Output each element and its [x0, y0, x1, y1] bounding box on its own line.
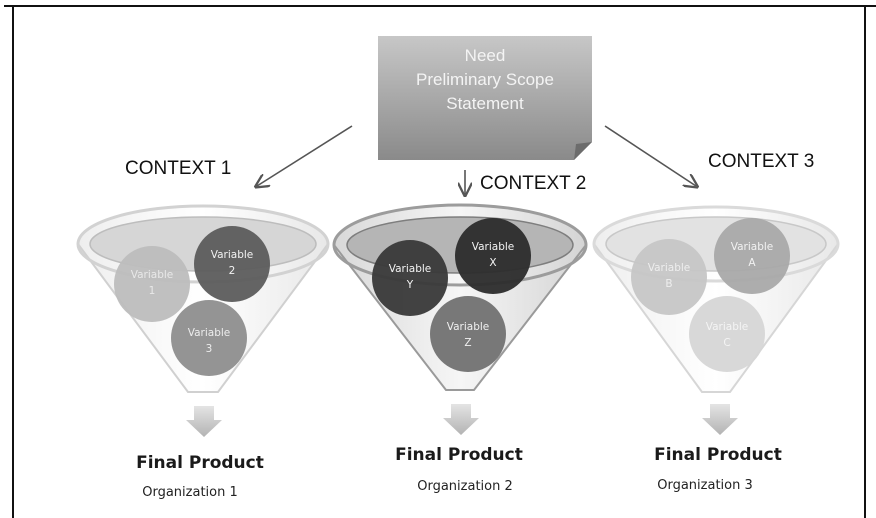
variable-2-circle: Variable 2 — [194, 226, 270, 302]
variable-a-circle: Variable A — [714, 218, 790, 294]
arrow-to-context-3 — [604, 125, 696, 186]
down-arrow-context-1 — [186, 406, 222, 437]
scope-note: Need Preliminary Scope Statement — [378, 36, 592, 160]
funnel-context-2: Variable Y Variable X Variable Z Final P… — [332, 203, 588, 494]
variable-z-line-1: Variable — [447, 321, 490, 333]
variable-b-line-2: B — [665, 278, 672, 290]
final-product-1-label: Final Product — [136, 453, 264, 473]
context-2-label: CONTEXT 2 — [480, 173, 586, 194]
variable-3-line-1: Variable — [188, 327, 231, 339]
scope-note-line-2: Preliminary Scope — [416, 70, 554, 89]
variable-2-line-1: Variable — [211, 249, 254, 261]
scope-note-folded-corner — [574, 142, 592, 160]
variable-3-line-2: 3 — [206, 343, 213, 355]
variable-x-line-2: X — [489, 257, 496, 269]
scope-note-line-1: Need — [465, 46, 506, 65]
variable-2-line-2: 2 — [229, 265, 236, 277]
down-arrow-context-3 — [702, 404, 738, 435]
variable-1-line-1: Variable — [131, 269, 174, 281]
variable-3-circle: Variable 3 — [171, 300, 247, 376]
variable-z-line-2: Z — [464, 337, 471, 349]
organization-2-label: Organization 2 — [417, 479, 513, 494]
funnel-context-1: Variable 1 Variable 2 Variable 3 Final P… — [76, 204, 330, 500]
variable-a-line-1: Variable — [731, 241, 774, 253]
variable-1-circle: Variable 1 — [114, 246, 190, 322]
scope-note-shape — [378, 36, 592, 160]
arrow-to-context-1 — [257, 125, 353, 186]
organization-3-label: Organization 3 — [657, 478, 753, 493]
context-1-label: CONTEXT 1 — [125, 158, 231, 179]
funnel-context-3: Variable B Variable A Variable C Final P… — [592, 205, 840, 493]
funnel-3-rim — [592, 205, 840, 283]
variable-x-circle: Variable X — [455, 218, 531, 294]
organization-1-label: Organization 1 — [142, 485, 238, 500]
variable-x-line-1: Variable — [472, 241, 515, 253]
variable-y-line-1: Variable — [389, 263, 432, 275]
variable-z-circle: Variable Z — [430, 296, 506, 372]
variable-c-line-1: Variable — [706, 321, 749, 333]
variable-1-line-2: 1 — [149, 285, 156, 297]
variable-y-circle: Variable Y — [372, 240, 448, 316]
variable-y-line-2: Y — [406, 279, 414, 291]
variable-b-line-1: Variable — [648, 262, 691, 274]
context-3-label: CONTEXT 3 — [708, 151, 814, 172]
variable-c-circle: Variable C — [689, 296, 765, 372]
final-product-3-label: Final Product — [654, 445, 782, 465]
down-arrow-context-2 — [443, 404, 479, 435]
scope-note-line-3: Statement — [446, 94, 524, 113]
variable-c-line-2: C — [723, 337, 730, 349]
final-product-2-label: Final Product — [395, 445, 523, 465]
funnel-2-rim — [332, 203, 588, 287]
variable-a-line-2: A — [748, 257, 756, 269]
variable-b-circle: Variable B — [631, 239, 707, 315]
